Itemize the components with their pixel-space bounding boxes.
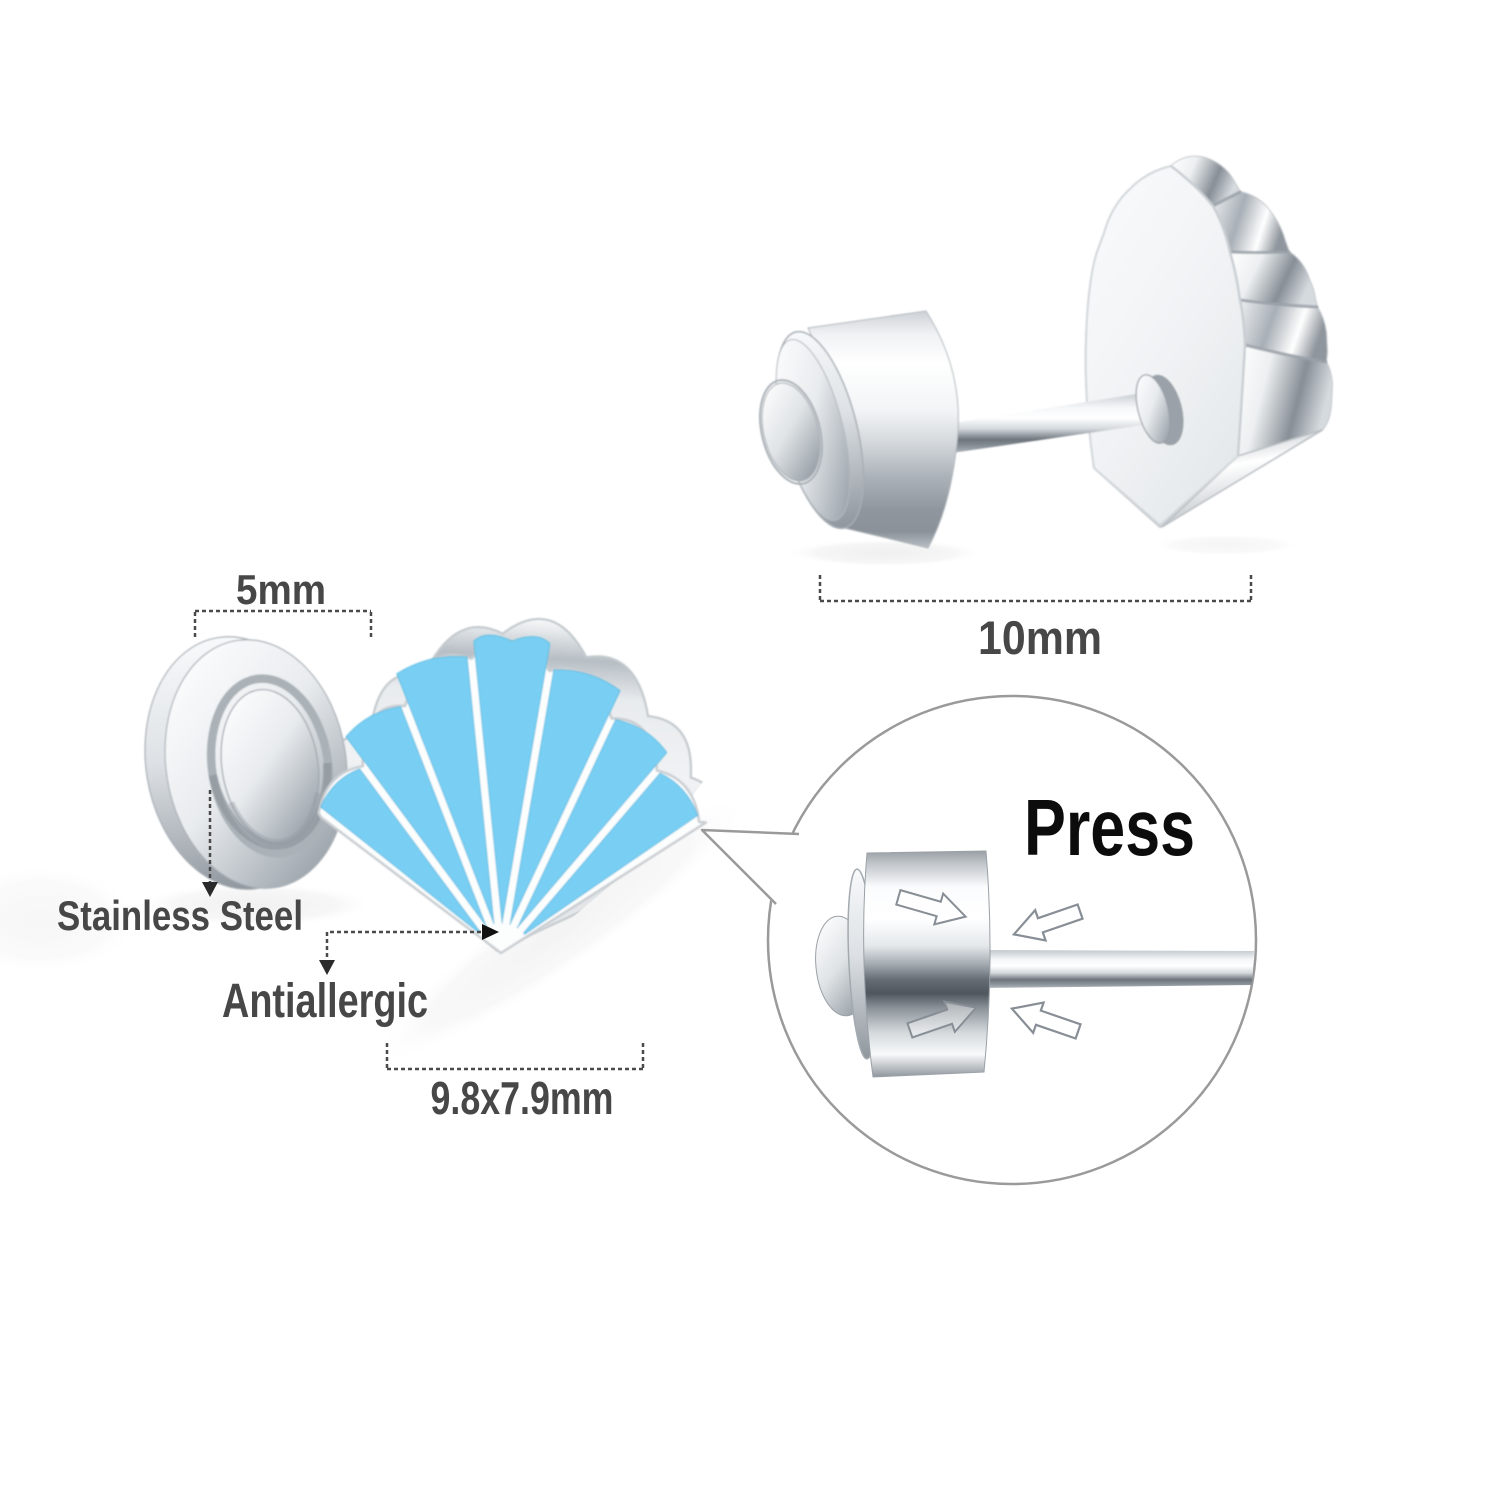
svg-text:9.8x7.9mm: 9.8x7.9mm	[431, 1072, 614, 1124]
svg-text:5mm: 5mm	[236, 566, 326, 613]
svg-text:10mm: 10mm	[978, 611, 1102, 664]
svg-text:Antiallergic: Antiallergic	[222, 975, 428, 1028]
svg-text:Press: Press	[1024, 783, 1195, 872]
svg-text:Stainless Steel: Stainless Steel	[57, 892, 303, 939]
